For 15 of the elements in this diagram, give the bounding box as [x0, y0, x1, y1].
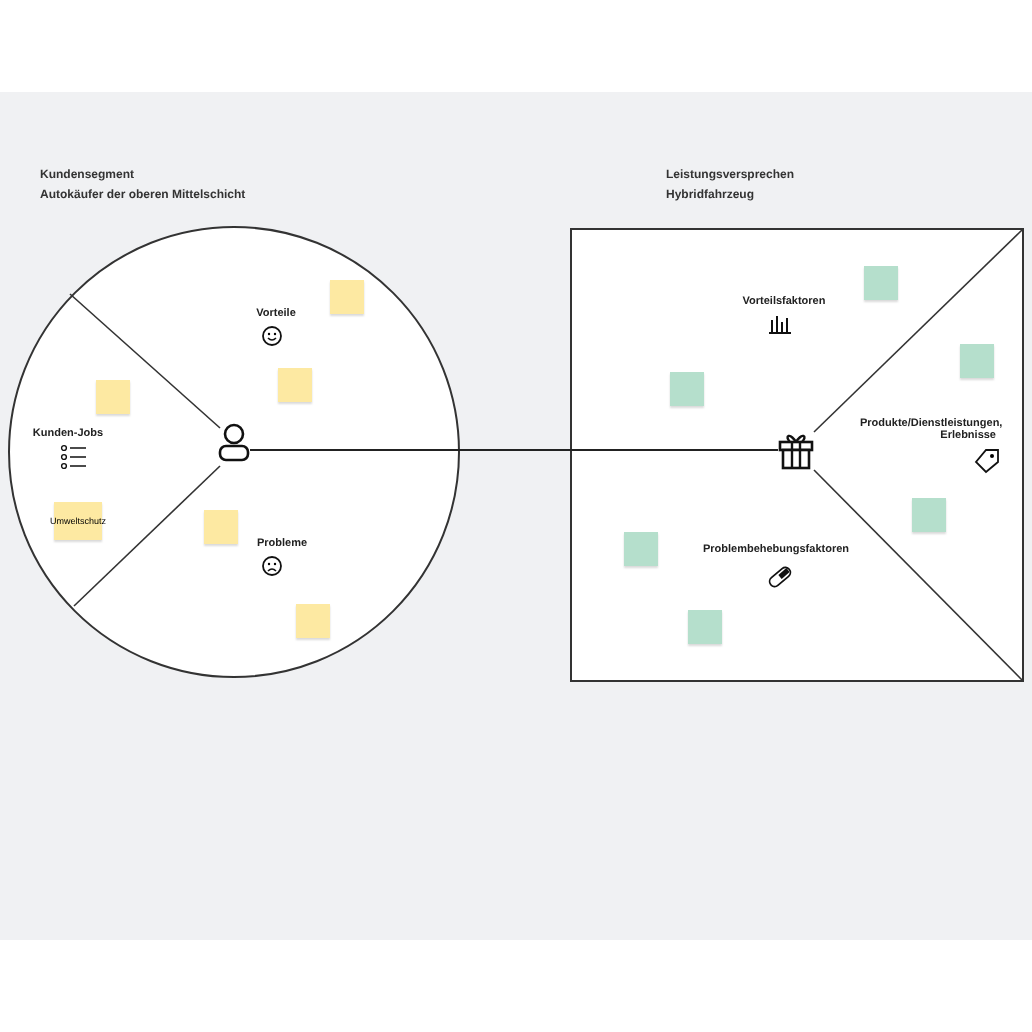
sticky-note	[296, 604, 330, 638]
sticky-note	[330, 280, 364, 314]
sticky-note	[278, 368, 312, 402]
sticky-note	[670, 372, 704, 406]
sticky-note	[960, 344, 994, 378]
connector-line	[249, 449, 779, 451]
sticky-note	[624, 532, 658, 566]
value-square	[570, 228, 1024, 682]
person-icon	[218, 422, 250, 462]
sticky-note	[688, 610, 722, 644]
sticky-note	[864, 266, 898, 300]
sticky-note	[96, 380, 130, 414]
gift-icon	[778, 430, 814, 470]
sticky-note	[912, 498, 946, 532]
sticky-note	[204, 510, 238, 544]
